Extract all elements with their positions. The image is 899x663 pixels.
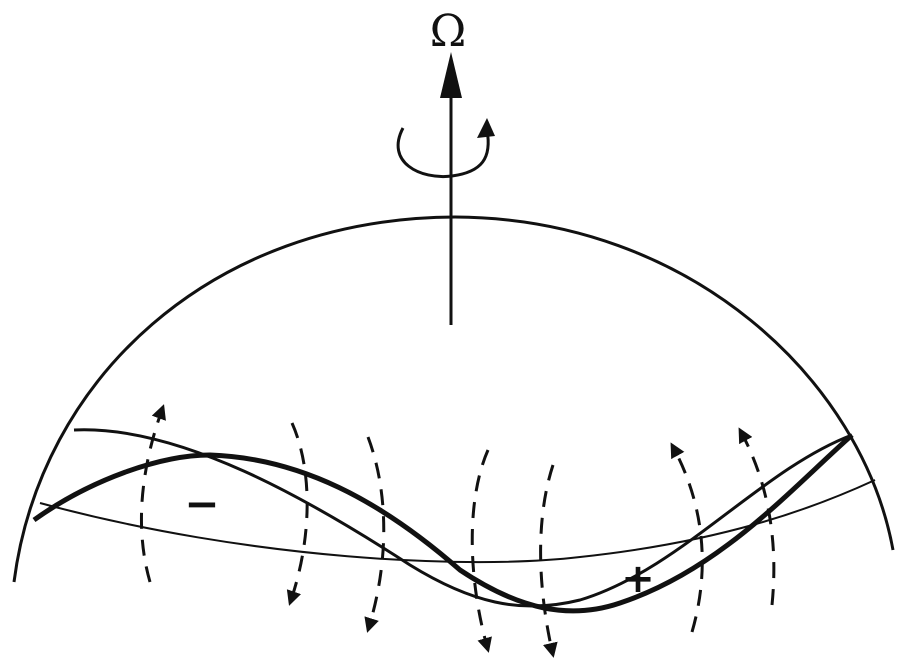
flow-arrow-up-right-2 xyxy=(740,430,774,605)
rotation-direction-arrow xyxy=(398,128,488,177)
flow-arrow-up-left xyxy=(141,407,163,582)
equator-line xyxy=(40,480,875,562)
rotation-axis-arrowhead xyxy=(440,52,462,98)
omega-label: Ω xyxy=(430,6,466,57)
rotation-direction-arrowhead xyxy=(477,118,495,138)
positive-region-label: + xyxy=(621,556,655,602)
flow-arrow-down-2 xyxy=(368,437,384,630)
flow-arrows xyxy=(141,407,773,655)
flow-arrow-down-1 xyxy=(290,423,307,603)
flow-arrow-down-3 xyxy=(472,450,488,650)
negative-region-label: − xyxy=(184,479,219,528)
